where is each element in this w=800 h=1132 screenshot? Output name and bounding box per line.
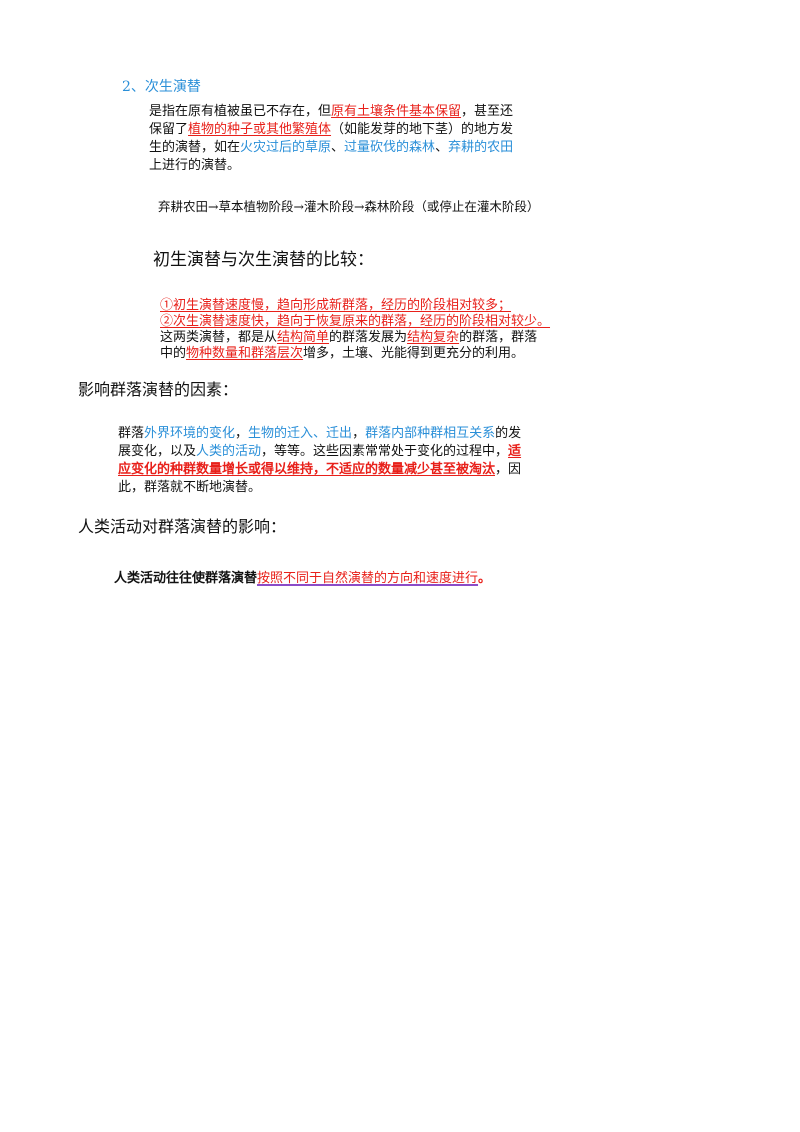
human-period: 。 <box>478 571 492 586</box>
human-heading: 人类活动对群落演替的影响： <box>78 517 287 536</box>
para1-line1: 是指在原有植被虽已不存在，但原有土壤条件基本保留，甚至还 <box>149 103 513 121</box>
text: 是指在原有植被虽已不存在，但 <box>149 104 332 119</box>
factor-interactions: 群落内部种群相互关系 <box>365 426 496 441</box>
text: ，因 <box>495 462 522 477</box>
factor-environment: 外界环境的变化 <box>144 426 236 441</box>
text: 、 <box>435 140 449 155</box>
text: 展变化，以及 <box>118 444 197 459</box>
factor-human: 人类的活动 <box>196 444 262 459</box>
example-farmland: 弃耕的农田 <box>448 140 514 155</box>
highlight-species: 物种数量和群落层次 <box>186 346 304 361</box>
example-forest: 过量砍伐的森林 <box>344 140 436 155</box>
highlight-complex: 结构复杂 <box>407 330 460 345</box>
text: ，等等。这些因素常常处于变化的过程中， <box>261 444 509 459</box>
text: 的群落发展为 <box>329 330 408 345</box>
section-heading: 2、次生演替 <box>122 79 201 95</box>
highlight-adapt-start: 适 <box>508 444 522 459</box>
text: 增多，土壤、光能得到更充分的利用。 <box>303 346 525 361</box>
text: 群落 <box>118 426 145 441</box>
text: 、 <box>331 140 345 155</box>
human-highlight: 按照不同于自然演替的方向和速度进行 <box>257 571 479 586</box>
text: （如能发芽的地下茎）的地方发 <box>331 122 514 137</box>
highlight-seeds: 植物的种子或其他繁殖体 <box>188 122 332 137</box>
factors-heading: 影响群落演替的因素： <box>78 380 239 399</box>
highlight-soil: 原有土壤条件基本保留 <box>331 104 462 119</box>
succession-sequence: 弃耕农田→草本植物阶段→灌木阶段→森林阶段（或停止在灌木阶段） <box>158 199 540 214</box>
para1-line4: 上进行的演替。 <box>149 158 241 173</box>
text: 的发 <box>495 426 522 441</box>
compare-line4: 中的物种数量和群落层次增多，土壤、光能得到更充分的利用。 <box>160 345 524 363</box>
text: 这两类演替，都是从 <box>160 330 278 345</box>
text: 生的演替，如在 <box>149 140 241 155</box>
example-grassland: 火灾过后的草原 <box>240 140 332 155</box>
compare-heading: 初生演替与次生演替的比较： <box>153 250 374 270</box>
human-subject: 人类活动往往使群落演替 <box>114 571 258 586</box>
factors-line3: 应变化的种群数量增长或得以维持，不适应的数量减少甚至被淘汰，因 <box>118 461 521 479</box>
human-statement: 人类活动往往使群落演替按照不同于自然演替的方向和速度进行。 <box>114 567 491 586</box>
text: 保留了 <box>149 122 189 137</box>
factors-line1: 群落外界环境的变化，生物的迁入、迁出，群落内部种群相互关系的发 <box>118 425 521 443</box>
compare-line2: ②次生演替速度快，趋向于恢复原来的群落，经历的阶段相对较少。 <box>160 314 551 329</box>
highlight-simple: 结构简单 <box>277 330 330 345</box>
compare-line3: 这两类演替，都是从结构简单的群落发展为结构复杂的群落，群落 <box>160 329 537 347</box>
factor-migration: 生物的迁入、迁出 <box>248 426 353 441</box>
text: ，甚至还 <box>461 104 514 119</box>
para1-line3: 生的演替，如在火灾过后的草原、过量砍伐的森林、弃耕的农田 <box>149 139 513 157</box>
compare-line1: ①初生演替速度慢，趋向形成新群落，经历的阶段相对较多； <box>160 298 512 313</box>
factors-line4: 此，群落就不断地演替。 <box>118 480 262 495</box>
text: ， <box>352 426 366 441</box>
factors-line2: 展变化，以及人类的活动，等等。这些因素常常处于变化的过程中，适 <box>118 443 521 461</box>
text: 中的 <box>160 346 187 361</box>
text: ， <box>235 426 249 441</box>
text: 的群落，群落 <box>459 330 538 345</box>
para1-line2: 保留了植物的种子或其他繁殖体（如能发芽的地下茎）的地方发 <box>149 121 513 139</box>
highlight-adapt: 应变化的种群数量增长或得以维持，不适应的数量减少甚至被淘汰 <box>118 462 496 477</box>
